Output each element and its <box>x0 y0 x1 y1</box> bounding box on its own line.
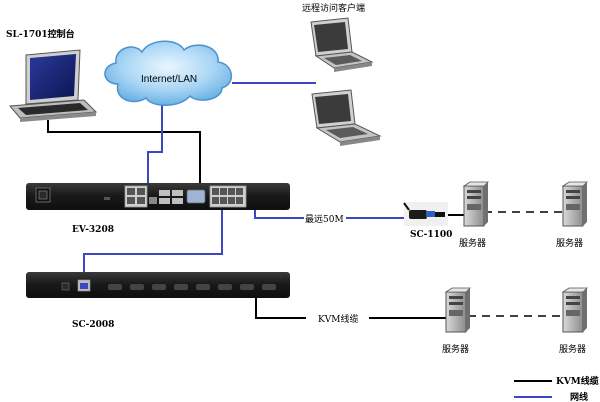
legend-kvm-label: KVM线缆 <box>556 375 599 387</box>
kvm-cable-inline-label: KVM线缆 <box>318 313 358 325</box>
server-label-2: 服务器 <box>556 237 583 249</box>
server-label-3: 服务器 <box>442 343 469 355</box>
server-tower-icon-2 <box>561 181 588 227</box>
network-cable-ev-sc1100 <box>254 210 304 219</box>
console-label: SL-1701控制台 <box>6 28 75 40</box>
sc-1100-adapter-icon <box>403 202 448 226</box>
kvm-cable-console <box>47 120 201 183</box>
remote-clients-label: 远程访问客户端 <box>302 2 365 14</box>
distance-label: 最远50M <box>305 214 344 225</box>
remote-laptop-icon-2 <box>311 89 382 146</box>
ev-3208-device <box>26 183 290 210</box>
server-tower-icon-3 <box>444 287 471 333</box>
sc-1100-label: SC-1100 <box>410 230 452 240</box>
server-tower-icon-1 <box>462 181 489 227</box>
console-laptop-icon <box>8 49 98 122</box>
ev-3208-label: EV-3208 <box>72 225 114 235</box>
legend: KVM线缆 网线 <box>514 375 599 402</box>
kvm-cable-sc2008-server <box>255 298 306 319</box>
server-label-1: 服务器 <box>459 237 486 249</box>
sc-2008-label: SC-2008 <box>72 320 114 330</box>
legend-network-label: 网线 <box>570 391 588 402</box>
server-tower-icon-4 <box>561 287 588 333</box>
sc-2008-device <box>26 272 290 298</box>
cloud-label: Internet/LAN <box>141 74 197 85</box>
cloud-icon <box>104 40 232 106</box>
remote-laptop-icon-1 <box>310 17 374 72</box>
server-label-4: 服务器 <box>559 343 586 355</box>
network-cable-cloud-ev <box>147 96 163 183</box>
